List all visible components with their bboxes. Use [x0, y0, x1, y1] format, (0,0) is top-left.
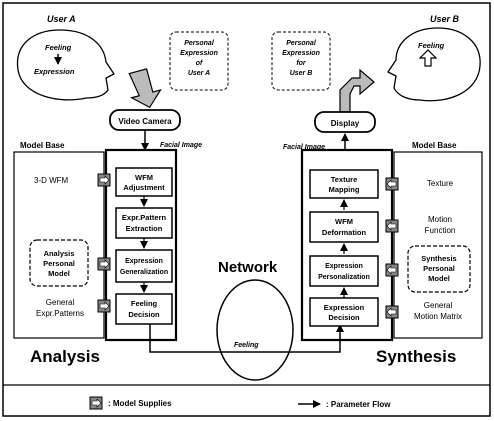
pe-a-line2: Expression	[180, 50, 218, 57]
analysis-container	[104, 148, 178, 342]
feeling-flow-line	[149, 324, 344, 353]
analysis-model-wfm: 3-D WFM	[34, 176, 69, 185]
step-texture-mapping-l2: Mapping	[329, 185, 360, 194]
synthesis-steps: Texture Mapping WFM Deformation Expressi…	[309, 169, 379, 327]
outer-frame	[2, 2, 491, 417]
model-supply-icon	[385, 219, 399, 233]
step-wfm-deformation-l2: Deformation	[322, 228, 367, 237]
step-expression-generalization	[115, 249, 173, 283]
step-feeling-decision-l2: Decision	[128, 310, 160, 319]
analysis-personal-model-box	[29, 239, 89, 287]
legend-model-supplies-icon	[89, 396, 103, 410]
user-a-feeling: Feeling	[45, 43, 72, 52]
analysis-general-line1: General	[46, 298, 75, 307]
step-feeling-decision-l1: Feeling	[131, 299, 158, 308]
user-b-label: User B	[430, 14, 460, 24]
analysis-model-base-title: Model Base	[20, 141, 65, 150]
model-supply-icon	[385, 263, 399, 277]
synthesis-container	[300, 148, 394, 342]
user-a-label: User A	[47, 14, 76, 24]
pe-b-line2: Expression	[282, 50, 320, 57]
step-wfm-deformation	[309, 211, 379, 243]
synthesis-label: Synthesis	[376, 347, 456, 366]
legend-parameter-flow: : Parameter Flow	[326, 400, 391, 409]
step-expr-gen-l2: Generalization	[120, 269, 168, 276]
step-expr-gen-l1: Expression	[125, 258, 163, 265]
personal-expression-a-box	[169, 31, 229, 91]
user-b-head	[387, 27, 481, 102]
arrow-display-to-b	[339, 68, 375, 113]
synthesis-pm-line2: Personal	[423, 264, 455, 273]
synthesis-model-base	[393, 151, 483, 339]
synthesis-pm-line1: Synthesis	[421, 254, 456, 263]
analysis-model-base	[13, 151, 105, 339]
pe-a-line3: of	[196, 60, 203, 67]
display-label: Display	[331, 119, 360, 128]
user-a-expression: Expression	[34, 67, 75, 76]
user-a-head	[16, 29, 115, 101]
user-b-inner-arrow	[418, 49, 438, 67]
step-expr-pers-l2: Personalization	[318, 274, 370, 281]
step-expr-pattern-l1: Expr.Pattern	[122, 213, 167, 222]
network-ellipse	[216, 279, 294, 381]
synthesis-model-texture: Texture	[427, 179, 454, 188]
model-supply-icon	[97, 299, 111, 313]
model-supply-icon	[97, 257, 111, 271]
user-b-feeling: Feeling	[418, 41, 445, 50]
step-expr-dec-l1: Expression	[324, 303, 365, 312]
step-expression-decision	[309, 297, 379, 327]
analysis-label: Analysis	[30, 347, 100, 366]
synthesis-motion-l2: Function	[425, 226, 456, 235]
arrow-a-to-camera	[128, 68, 162, 109]
model-supply-icon	[385, 305, 399, 319]
model-supply-icon	[385, 177, 399, 191]
step-texture-mapping-l1: Texture	[331, 175, 358, 184]
pe-b-line1: Personal	[286, 40, 317, 47]
synthesis-general-l1: General	[424, 301, 453, 310]
step-feeling-decision	[115, 293, 173, 325]
step-wfm-adjustment-l2: Adjustment	[123, 183, 165, 192]
display-box	[314, 111, 376, 133]
network-label: Network	[218, 259, 278, 276]
synthesis-motion-l1: Motion	[428, 215, 452, 224]
synthesis-personal-model-box	[407, 245, 471, 293]
step-wfm-adjustment	[115, 167, 173, 197]
step-expr-dec-l2: Decision	[328, 313, 360, 322]
synthesis-model-supply-icons	[385, 177, 399, 319]
synthesis-model-base-title: Model Base	[412, 141, 457, 150]
step-expr-pattern-extraction	[115, 207, 173, 239]
step-wfm-adjustment-l1: WFM	[135, 173, 153, 182]
step-expr-pers-l1: Expression	[325, 263, 363, 270]
facial-image-left: Facial Image	[160, 142, 202, 149]
pe-b-line3: for	[296, 60, 307, 67]
step-wfm-deformation-l1: WFM	[335, 217, 353, 226]
pe-a-line4: User A	[188, 70, 210, 77]
network-feeling-label: Feeling	[234, 342, 259, 349]
analysis-pm-line1: Analysis	[44, 249, 75, 258]
pe-b-line4: User B	[290, 70, 313, 77]
step-expr-pattern-l2: Extraction	[126, 224, 163, 233]
step-expression-personalization	[309, 255, 379, 287]
analysis-general-line2: Expr.Patterns	[36, 309, 84, 318]
model-supply-icon	[97, 173, 111, 187]
analysis-pm-line3: Model	[48, 269, 70, 278]
synthesis-pm-line3: Model	[428, 274, 450, 283]
analysis-pm-line2: Personal	[43, 259, 75, 268]
step-texture-mapping	[309, 169, 379, 199]
facial-image-right: Facial Image	[283, 144, 325, 151]
pe-a-line1: Personal	[184, 40, 215, 47]
video-camera-label: Video Camera	[118, 117, 172, 126]
personal-expression-b-box	[271, 31, 331, 91]
analysis-steps: WFM Adjustment Expr.Pattern Extraction E…	[115, 167, 173, 325]
analysis-model-supply-icons	[97, 173, 111, 313]
synthesis-general-l2: Motion Matrix	[414, 312, 462, 321]
legend-model-supplies: : Model Supplies	[108, 399, 172, 408]
